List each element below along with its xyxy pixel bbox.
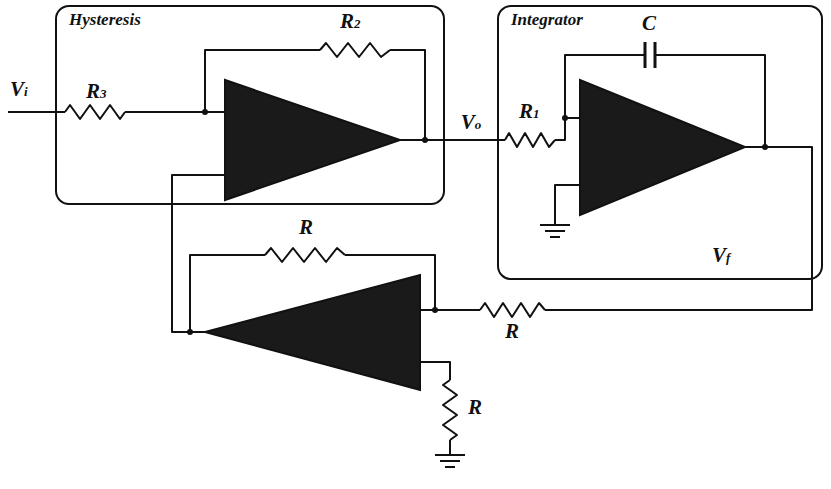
component-label: R1 [517, 100, 542, 123]
junction-dot [422, 137, 428, 143]
block-box: Integrator [497, 5, 823, 280]
opamp-symbol [580, 80, 745, 215]
ground-symbol [540, 225, 570, 237]
junction-dot [432, 307, 438, 313]
signal-wire [445, 139, 497, 141]
resistor-symbol [320, 43, 390, 57]
opamp-symbol [205, 275, 420, 390]
component-label: R2 [338, 10, 363, 33]
block-box: Hysteresis [55, 5, 445, 205]
wire [8, 50, 812, 455]
junction-dot [187, 329, 193, 335]
component-label: R [503, 320, 521, 343]
component-label: Vf [710, 244, 732, 267]
component-label: C [640, 12, 658, 35]
resistor-symbol [480, 303, 545, 317]
opamp-symbol [225, 80, 400, 200]
block-title: Integrator [511, 10, 583, 30]
component-label: R [297, 216, 315, 239]
resistor-symbol [265, 248, 345, 262]
junction-dot [202, 109, 208, 115]
resistor-symbol [65, 105, 125, 119]
component-label: R [466, 396, 484, 419]
capacitor-symbol [645, 42, 655, 68]
signal-label: Vo [459, 111, 484, 134]
component-label: R3 [84, 80, 109, 103]
ground-symbol [435, 455, 465, 467]
resistor-symbol [505, 133, 555, 147]
resistor-symbol [443, 380, 457, 440]
component-label: Vi [8, 78, 30, 101]
junction-dot [762, 144, 768, 150]
junction-dot [562, 115, 568, 121]
block-title: Hysteresis [69, 10, 141, 30]
